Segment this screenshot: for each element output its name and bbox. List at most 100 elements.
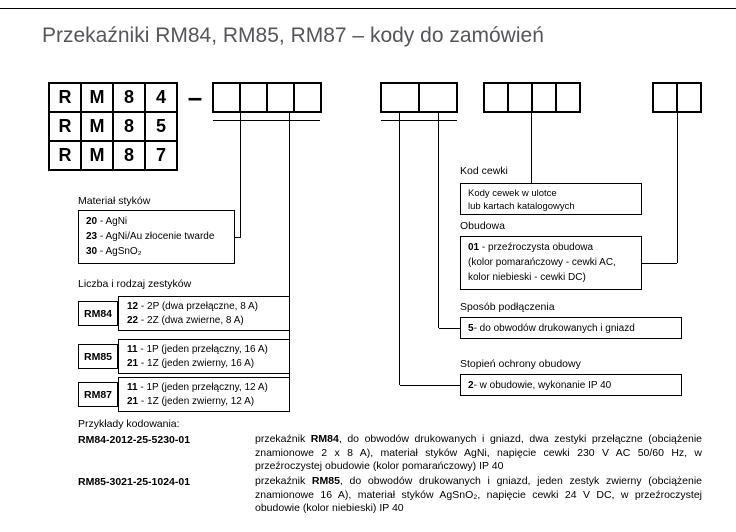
- connection-section-label: Sposób podłączenia: [460, 301, 555, 313]
- code-letter-cell: R: [48, 111, 82, 142]
- housing-option-box: 01 - przeźroczysta obudowa (kolor pomara…: [460, 236, 642, 290]
- example-description: przekaźnik RM85, do obwodów drukowanych …: [255, 475, 702, 516]
- option-desc: - AgSnO₂: [97, 246, 142, 257]
- code-digit-cell: [418, 82, 458, 113]
- connector-connection-hline: [439, 328, 460, 329]
- option-code: 11: [127, 382, 138, 393]
- connector-connection-drop: [438, 113, 439, 328]
- code-digit-cell: [483, 82, 509, 113]
- housing-option-line: kolor niebieski - cewki DC): [468, 272, 586, 283]
- code-digit-cell: [266, 82, 295, 113]
- code-letter-cell: 8: [112, 82, 146, 113]
- code-grid-row-rm87: R M 8 7: [48, 140, 178, 171]
- material-options-box: 20 - AgNi 23 - AgNi/Au złocenie twarde 3…: [78, 210, 235, 264]
- material-option: 23 - AgNi/Au złocenie twarde: [86, 229, 227, 244]
- code-letter-cell: R: [48, 82, 82, 113]
- code-group-coil-code: [483, 82, 581, 113]
- connector-housing-hline: [642, 263, 677, 264]
- connection-option-box: 5 - do obwodów drukowanych i gniazd: [460, 317, 682, 339]
- connector-housing-drop: [677, 113, 678, 263]
- protection-option-box: 2 - w obudowie, wykonanie IP 40: [460, 374, 682, 396]
- code-letter-cell: 5: [144, 111, 178, 142]
- example-desc-relay: RM85: [311, 475, 340, 487]
- connector-contacts-drop: [289, 113, 290, 394]
- connector-coil-drop: [531, 113, 532, 183]
- code-digit-cell: [239, 82, 268, 113]
- option-desc: - przeźroczysta obudowa: [479, 242, 594, 253]
- connector-bracket-group2: [381, 120, 457, 121]
- top-rule: [0, 8, 736, 9]
- option-code: 23: [86, 231, 98, 242]
- example-desc-prefix: przekaźnik: [255, 475, 312, 487]
- page-title: Przekaźniki RM84, RM85, RM87 – kody do z…: [42, 24, 544, 47]
- example-desc-rest: , do obwodów drukowanych i gniazd, dwa z…: [255, 433, 703, 472]
- option-desc: - 2Z (dwa zwierne, 8 A): [138, 315, 244, 326]
- example-description: przekaźnik RM84, do obwodów drukowanych …: [255, 433, 702, 474]
- code-grid-row-rm85: R M 8 5: [48, 111, 178, 142]
- contacts-option: 22 - 2Z (dwa zwierne, 8 A): [127, 314, 289, 328]
- contacts-options-box-rm84: 12 - 2P (dwa przełączne, 8 A) 22 - 2Z (d…: [118, 296, 290, 331]
- code-digit-cell: [531, 82, 557, 113]
- material-option: 30 - AgSnO₂: [86, 244, 227, 259]
- relay-label-rm84: RM84: [78, 301, 118, 326]
- housing-option-line: (kolor pomarańczowy - cewki AC,: [468, 257, 616, 268]
- connector-material-drop: [240, 113, 241, 237]
- example-code: RM85-3021-25-1024-01: [78, 476, 191, 488]
- option-desc: - AgNi: [97, 216, 128, 227]
- code-letter-cell: M: [80, 140, 114, 171]
- option-code: 21: [127, 396, 139, 407]
- code-letter-cell: 4: [144, 82, 178, 113]
- connector-bracket-group1: [213, 120, 320, 121]
- example-code: RM84-2012-25-5230-01: [78, 434, 191, 446]
- material-option: 20 - AgNi: [86, 214, 227, 229]
- example-desc-relay: RM84: [310, 433, 339, 445]
- coil-note-line: lub kartach katalogowych: [468, 201, 575, 212]
- contacts-option: 12 - 2P (dwa przełączne, 8 A): [127, 300, 289, 314]
- code-digit-cell: [212, 82, 241, 113]
- option-code: 01: [468, 242, 480, 253]
- housing-section-label: Obudowa: [460, 220, 505, 232]
- contacts-option: 11 - 1P (jeden przełączny, 16 A): [127, 343, 289, 357]
- contacts-option: 21 - 1Z (jeden zwierny, 12 A): [127, 395, 289, 409]
- connector-material-hline: [235, 237, 241, 238]
- code-letter-cell: 8: [112, 111, 146, 142]
- code-digit-cell: [380, 82, 420, 113]
- contacts-options-box-rm87: 11 - 1P (jeden przełączny, 12 A) 21 - 1Z…: [118, 377, 290, 412]
- coil-note-line: Kody cewek w ulotce: [468, 188, 557, 199]
- option-desc: - AgNi/Au złocenie twarde: [97, 231, 215, 242]
- housing-option: 01 - przeźroczysta obudowa: [468, 240, 634, 255]
- code-letter-cell: 7: [144, 140, 178, 171]
- example-desc-rest: , do obwodów drukowanych i gniazd, jeden…: [255, 475, 703, 514]
- option-code: 22: [127, 315, 139, 326]
- code-digit-cell: [507, 82, 533, 113]
- examples-heading: Przykłady kodowania:: [78, 418, 180, 430]
- example-desc-prefix: przekaźnik: [255, 433, 311, 445]
- option-code: 11: [127, 344, 138, 355]
- option-desc: - w obudowie, wykonanie IP 40: [473, 379, 612, 391]
- option-desc: - 2P (dwa przełączne, 8 A): [138, 301, 258, 312]
- coil-section-label: Kod cewki: [460, 165, 508, 177]
- option-code: 30: [86, 246, 98, 257]
- coil-note-box: Kody cewek w ulotce lub kartach katalogo…: [460, 183, 642, 215]
- connector-protection-hline: [400, 385, 460, 386]
- option-desc: - 1P (jeden przełączny, 16 A): [137, 344, 268, 355]
- option-code: 5: [468, 322, 474, 334]
- protection-section-label: Stopień ochrony obudowy: [460, 358, 581, 370]
- option-desc: - do obwodów drukowanych i gniazd: [473, 322, 635, 334]
- code-letter-cell: M: [80, 82, 114, 113]
- option-desc: - 1P (jeden przełączny, 12 A): [137, 382, 268, 393]
- material-section-label: Materiał styków: [78, 195, 151, 207]
- code-letter-cell: 8: [112, 140, 146, 171]
- relay-label-rm85: RM85: [78, 344, 118, 369]
- option-code: 20: [86, 216, 98, 227]
- option-desc: - 1Z (jeden zwierny, 12 A): [138, 396, 255, 407]
- connector-protection-drop: [399, 113, 400, 385]
- option-desc: - 1Z (jeden zwierny, 16 A): [138, 358, 255, 369]
- code-grid-row-rm84: R M 8 4: [48, 82, 178, 113]
- option-code: 12: [127, 301, 139, 312]
- code-group-housing: [652, 82, 702, 113]
- code-letter-cell: M: [80, 111, 114, 142]
- contacts-option: 21 - 1Z (jeden zwierny, 16 A): [127, 357, 289, 371]
- option-code: 21: [127, 358, 139, 369]
- code-group-protection-connection: [380, 82, 458, 113]
